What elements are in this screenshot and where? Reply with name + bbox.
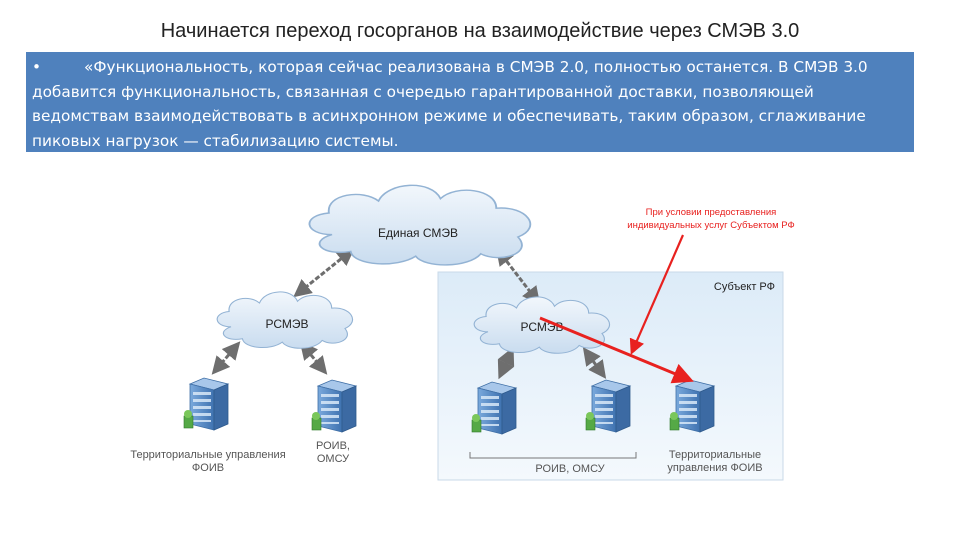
cloud-left-label: РСМЭВ	[265, 317, 308, 331]
arrow-central-right	[495, 247, 541, 305]
quote-text: «Функциональность, которая сейчас реализ…	[32, 58, 868, 150]
label-right-foiv-2: управления ФОИВ	[667, 462, 762, 474]
label-right-foiv-1: Территориальные	[669, 449, 761, 461]
label-left-roiv-1: РОИВ,	[316, 440, 350, 452]
building-right-roiv-2	[585, 379, 631, 433]
red-arrow-cloud-to-foiv	[539, 316, 694, 384]
label-left-foiv-2: ФОИВ	[192, 462, 224, 474]
annotation-line-1: При условии предоставления	[646, 207, 777, 218]
slide-title: Начинается переход госорганов на взаимод…	[160, 20, 800, 42]
connector-arrows	[211, 247, 607, 380]
cloud-central-label: Единая СМЭВ	[378, 226, 458, 240]
building-right-roiv-1	[471, 381, 517, 435]
bracket-right-roiv	[469, 452, 637, 459]
cloud-right-label: РСМЭВ	[520, 320, 563, 334]
arrow-left-b2	[299, 341, 328, 375]
region-label: Субъект РФ	[714, 281, 775, 293]
label-right-roiv: РОИВ, ОМСУ	[535, 463, 605, 475]
quote-box: • «Функциональность, которая сейчас реал…	[26, 52, 914, 152]
arrow-left-b1	[211, 341, 241, 375]
arrow-right-b1	[497, 346, 515, 380]
arrow-central-left	[293, 247, 355, 298]
red-arrow-from-annotation	[629, 234, 685, 355]
building-right-foiv	[669, 379, 715, 433]
annotation-line-2: индивидуальных услуг Субъектом РФ	[627, 220, 794, 231]
label-left-roiv-2: ОМСУ	[317, 453, 350, 465]
bullet-symbol: •	[32, 58, 42, 76]
building-left-roiv	[311, 379, 357, 433]
label-left-foiv-1: Территориальные управления	[130, 449, 285, 461]
building-left-foiv	[183, 377, 229, 431]
arrow-right-b2	[582, 347, 607, 379]
